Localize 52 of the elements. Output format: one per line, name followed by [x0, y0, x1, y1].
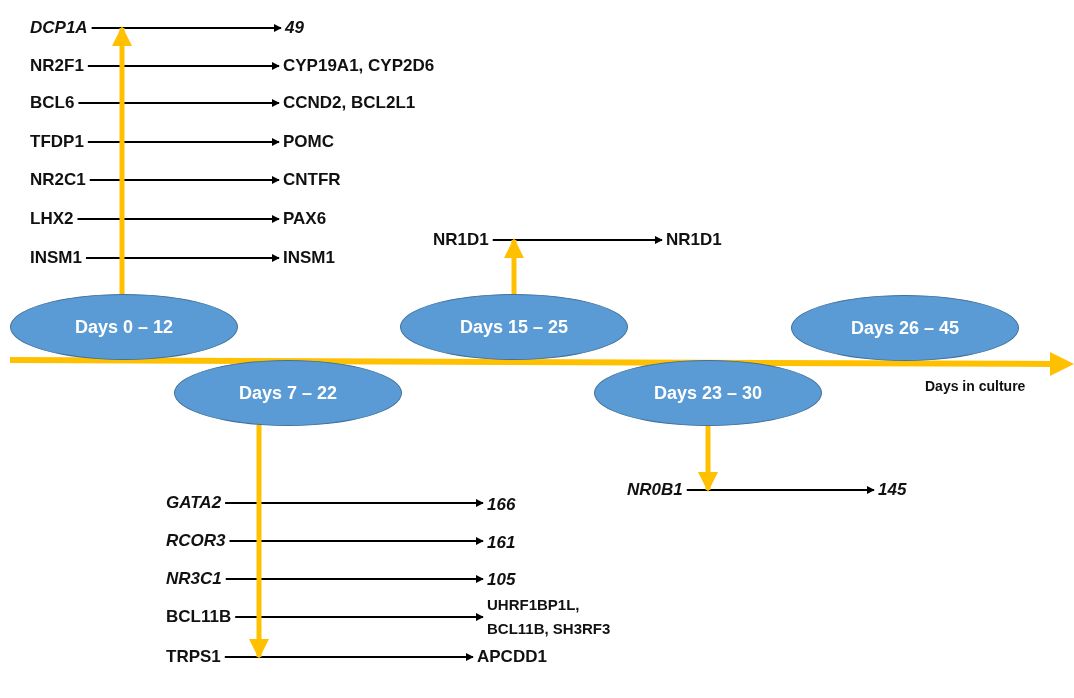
- gene-label: NR1D1: [666, 230, 722, 250]
- gene-label: 161: [487, 533, 516, 553]
- gene-label: TRPS1: [166, 647, 221, 667]
- gene-label: UHRF1BP1L, BCL11B, SH3RF3: [487, 593, 617, 641]
- gene-label: NR3C1: [166, 569, 222, 589]
- period-ellipse: Days 7 – 22: [174, 360, 402, 426]
- gene-label: LHX2: [30, 209, 74, 229]
- arrow: [223, 653, 474, 661]
- arrow: [84, 254, 280, 262]
- arrow: [76, 215, 280, 223]
- arrow: [234, 613, 484, 621]
- arrow: [504, 238, 524, 294]
- arrow: [228, 537, 484, 545]
- gene-label: 145: [878, 480, 907, 500]
- gene-label: PAX6: [283, 209, 327, 229]
- arrow: [86, 62, 280, 70]
- gene-label: NR2C1: [30, 170, 86, 190]
- gene-label: GATA2: [166, 493, 222, 513]
- gene-label: 49: [285, 18, 304, 38]
- gene-label: TFDP1: [30, 132, 84, 152]
- arrow: [491, 236, 663, 244]
- gene-label: CCND2, BCL2L1: [283, 93, 416, 113]
- gene-label: NR1D1: [433, 230, 489, 250]
- gene-label: INSM1: [30, 248, 82, 268]
- arrow: [224, 575, 484, 583]
- arrow: [685, 486, 875, 494]
- gene-label: RCOR3: [166, 531, 226, 551]
- axis-label: Days in culture: [925, 377, 1026, 396]
- gene-label: DCP1A: [30, 18, 88, 38]
- gene-label: NR2F1: [30, 56, 84, 76]
- arrow: [249, 424, 269, 659]
- arrow: [77, 99, 280, 107]
- gene-label: INSM1: [283, 248, 335, 268]
- period-ellipse: Days 15 – 25: [400, 294, 628, 360]
- gene-label: NR0B1: [627, 480, 683, 500]
- arrow: [698, 426, 718, 492]
- arrow: [88, 176, 280, 184]
- period-ellipse: Days 23 – 30: [594, 360, 822, 426]
- gene-label: APCDD1: [477, 647, 547, 667]
- arrow: [224, 499, 484, 507]
- gene-label: POMC: [283, 132, 334, 152]
- gene-label: CNTFR: [283, 170, 341, 190]
- period-ellipse: Days 26 – 45: [791, 295, 1019, 361]
- arrow: [86, 138, 280, 146]
- gene-label: CYP19A1, CYP2D6: [283, 56, 435, 76]
- gene-label: 166: [487, 495, 516, 515]
- gene-label: 105: [487, 570, 516, 590]
- arrow: [112, 26, 132, 294]
- period-ellipse: Days 0 – 12: [10, 294, 238, 360]
- gene-label: BCL11B: [166, 607, 232, 627]
- gene-label: BCL6: [30, 93, 75, 113]
- arrow: [90, 24, 282, 32]
